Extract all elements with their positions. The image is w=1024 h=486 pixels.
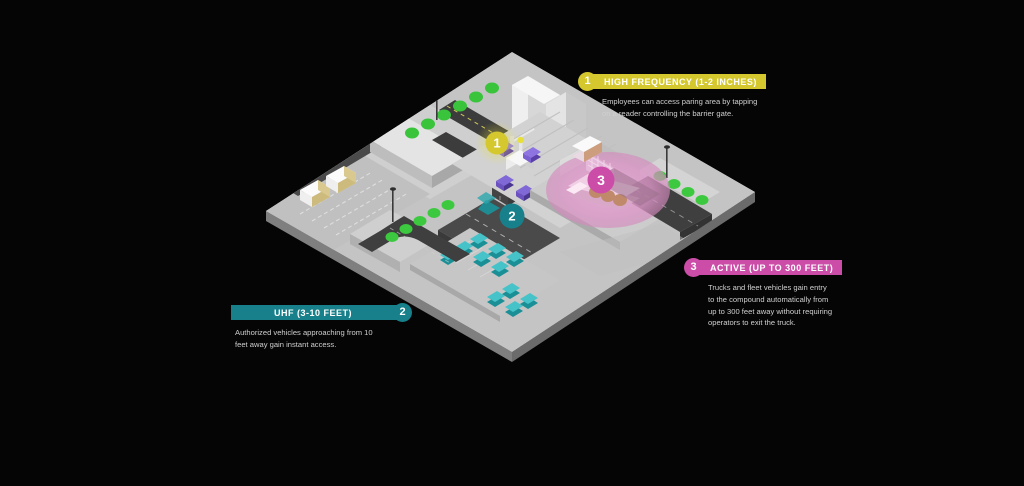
- callout-2-badge: 2: [393, 303, 412, 322]
- callout-1-title-bar: HIGH FREQUENCY (1-2 INCHES): [590, 74, 766, 89]
- callout-uhf: 2 UHF (3-10 FEET) Authorized vehicles ap…: [231, 303, 412, 351]
- callout-3-title-bar: ACTIVE (UP TO 300 FEET): [696, 260, 843, 275]
- callout-1-title: HIGH FREQUENCY (1-2 INCHES): [604, 76, 757, 87]
- callout-high-frequency: 1 HIGH FREQUENCY (1-2 INCHES) Employees …: [578, 72, 766, 120]
- parked-car: [505, 301, 523, 317]
- queued-vehicle: [523, 147, 541, 163]
- parked-car: [502, 283, 520, 299]
- parked-truck: [326, 166, 356, 193]
- svg-text:2: 2: [508, 209, 515, 224]
- map-marker-3[interactable]: 3: [587, 166, 615, 194]
- callout-3-body: Trucks and fleet vehicles gain entry to …: [708, 283, 833, 328]
- fleet-truck: [572, 136, 602, 162]
- callout-1-header: 1 HIGH FREQUENCY (1-2 INCHES): [578, 72, 766, 91]
- map-marker-2[interactable]: 2: [499, 203, 525, 229]
- callout-3-title: ACTIVE (UP TO 300 FEET): [710, 262, 834, 273]
- parked-car: [488, 243, 506, 259]
- callout-2-header: 2 UHF (3-10 FEET): [231, 303, 412, 322]
- svg-text:1: 1: [493, 136, 500, 151]
- parked-car: [491, 261, 509, 277]
- queued-vehicle: [496, 175, 514, 191]
- parked-car: [520, 293, 538, 309]
- callout-2-title-bar: UHF (3-10 FEET): [231, 305, 400, 320]
- callout-1-badge: 1: [578, 72, 597, 91]
- parked-truck: [300, 180, 330, 207]
- callout-2-title: UHF (3-10 FEET): [273, 307, 352, 318]
- callout-3-header: 3 ACTIVE (UP TO 300 FEET): [684, 258, 843, 277]
- parked-car: [470, 233, 488, 249]
- map-marker-1[interactable]: 1: [475, 121, 519, 165]
- callout-3-badge: 3: [684, 258, 703, 277]
- parked-car: [506, 251, 524, 267]
- callout-1-body: Employees can access paring area by tapp…: [602, 97, 758, 118]
- parked-car: [487, 291, 505, 307]
- lamp-post: [664, 145, 670, 178]
- interior-road-west: [350, 187, 500, 272]
- lamp-post: [390, 187, 396, 222]
- queued-vehicle: [516, 185, 534, 201]
- tree-row: [385, 200, 455, 242]
- svg-text:3: 3: [597, 172, 605, 188]
- parked-car: [473, 251, 491, 267]
- callout-2-body: Authorized vehicles approaching from 10 …: [235, 328, 373, 349]
- callout-active: 3 ACTIVE (UP TO 300 FEET) Trucks and fle…: [684, 258, 843, 329]
- tree-row: [405, 82, 499, 139]
